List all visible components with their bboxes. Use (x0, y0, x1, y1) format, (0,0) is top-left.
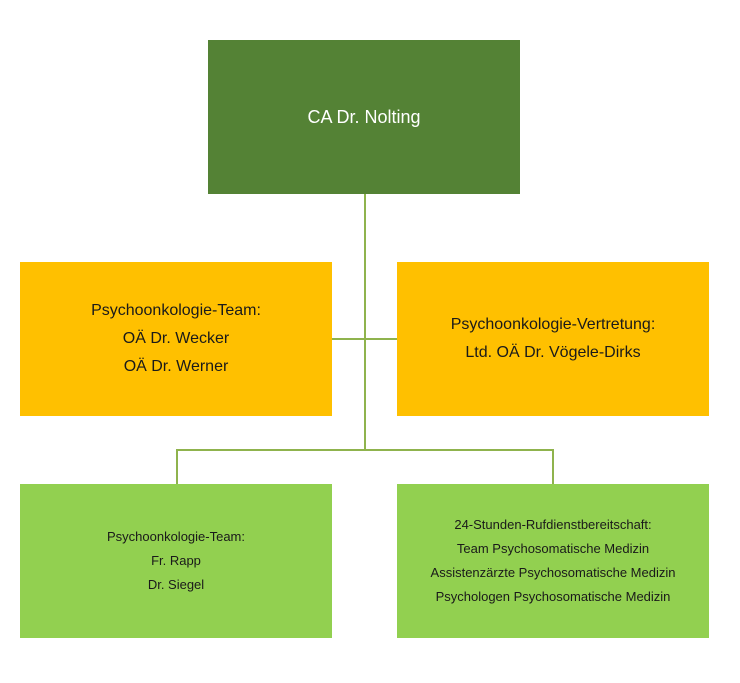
org-node-root: CA Dr. Nolting (208, 40, 520, 194)
node-line: Psychoonkologie-Team: (106, 529, 246, 544)
node-line: Ltd. OÄ Dr. Vögele-Dirks (465, 344, 641, 361)
node-line: Psychoonkologie-Vertretung: (450, 316, 656, 333)
node-line: Assistenzärzte Psychosomatische Medizin (430, 565, 676, 580)
node-line: Fr. Rapp (151, 553, 201, 568)
node-line: Psychologen Psychosomatische Medizin (435, 589, 671, 604)
root-label: CA Dr. Nolting (307, 106, 421, 127)
node-line: OÄ Dr. Werner (123, 358, 229, 375)
node-line: OÄ Dr. Wecker (122, 330, 230, 347)
org-node-psychoonkologie-team: Psychoonkologie-Team: OÄ Dr. Wecker OÄ D… (20, 262, 332, 416)
node-line: Dr. Siegel (147, 577, 205, 592)
connector-lower-left (176, 449, 178, 484)
connector-trunk (364, 194, 366, 450)
org-node-rufdienstbereitschaft: 24-Stunden-Rufdienstbereitschaft: Team P… (397, 484, 709, 638)
node-line: 24-Stunden-Rufdienstbereitschaft: (454, 517, 652, 532)
connector-middle-horizontal (332, 338, 397, 340)
org-node-psychoonkologie-vertretung: Psychoonkologie-Vertretung: Ltd. OÄ Dr. … (397, 262, 709, 416)
node-line: Psychoonkologie-Team: (91, 302, 261, 319)
node-line: Team Psychosomatische Medizin (456, 541, 650, 556)
org-node-psychoonkologie-team-lower: Psychoonkologie-Team: Fr. Rapp Dr. Siege… (20, 484, 332, 638)
connector-lower-right (552, 449, 554, 484)
connector-lower-horizontal (176, 449, 554, 451)
